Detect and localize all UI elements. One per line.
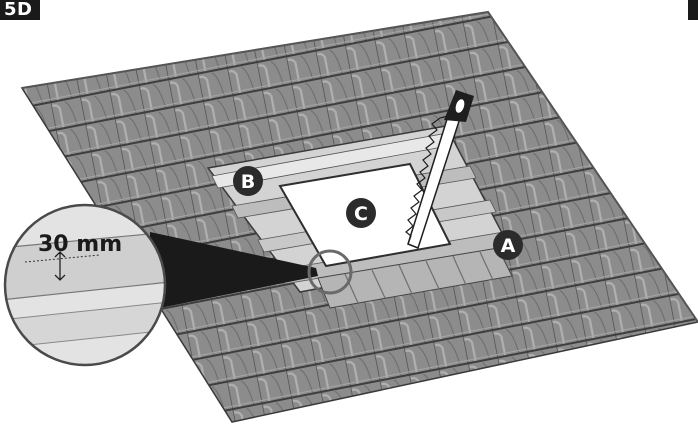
step-badge: 5D bbox=[0, 0, 41, 20]
callout-c: C bbox=[346, 198, 376, 228]
callout-a: A bbox=[493, 230, 523, 260]
magnifier-pointer bbox=[150, 232, 318, 310]
corner-mark bbox=[688, 0, 698, 20]
lower-tile-row bbox=[317, 247, 513, 309]
detail-circle bbox=[307, 249, 353, 295]
callout-c-label: C bbox=[354, 203, 368, 225]
magnifier-lens bbox=[3, 203, 167, 367]
roof-edge bbox=[21, 10, 698, 323]
callout-b-label: B bbox=[241, 171, 255, 193]
dimension-label: 30 mm bbox=[38, 232, 122, 257]
callout-a-label: A bbox=[501, 235, 516, 257]
hand-saw bbox=[405, 90, 474, 249]
callout-b: B bbox=[233, 166, 263, 196]
